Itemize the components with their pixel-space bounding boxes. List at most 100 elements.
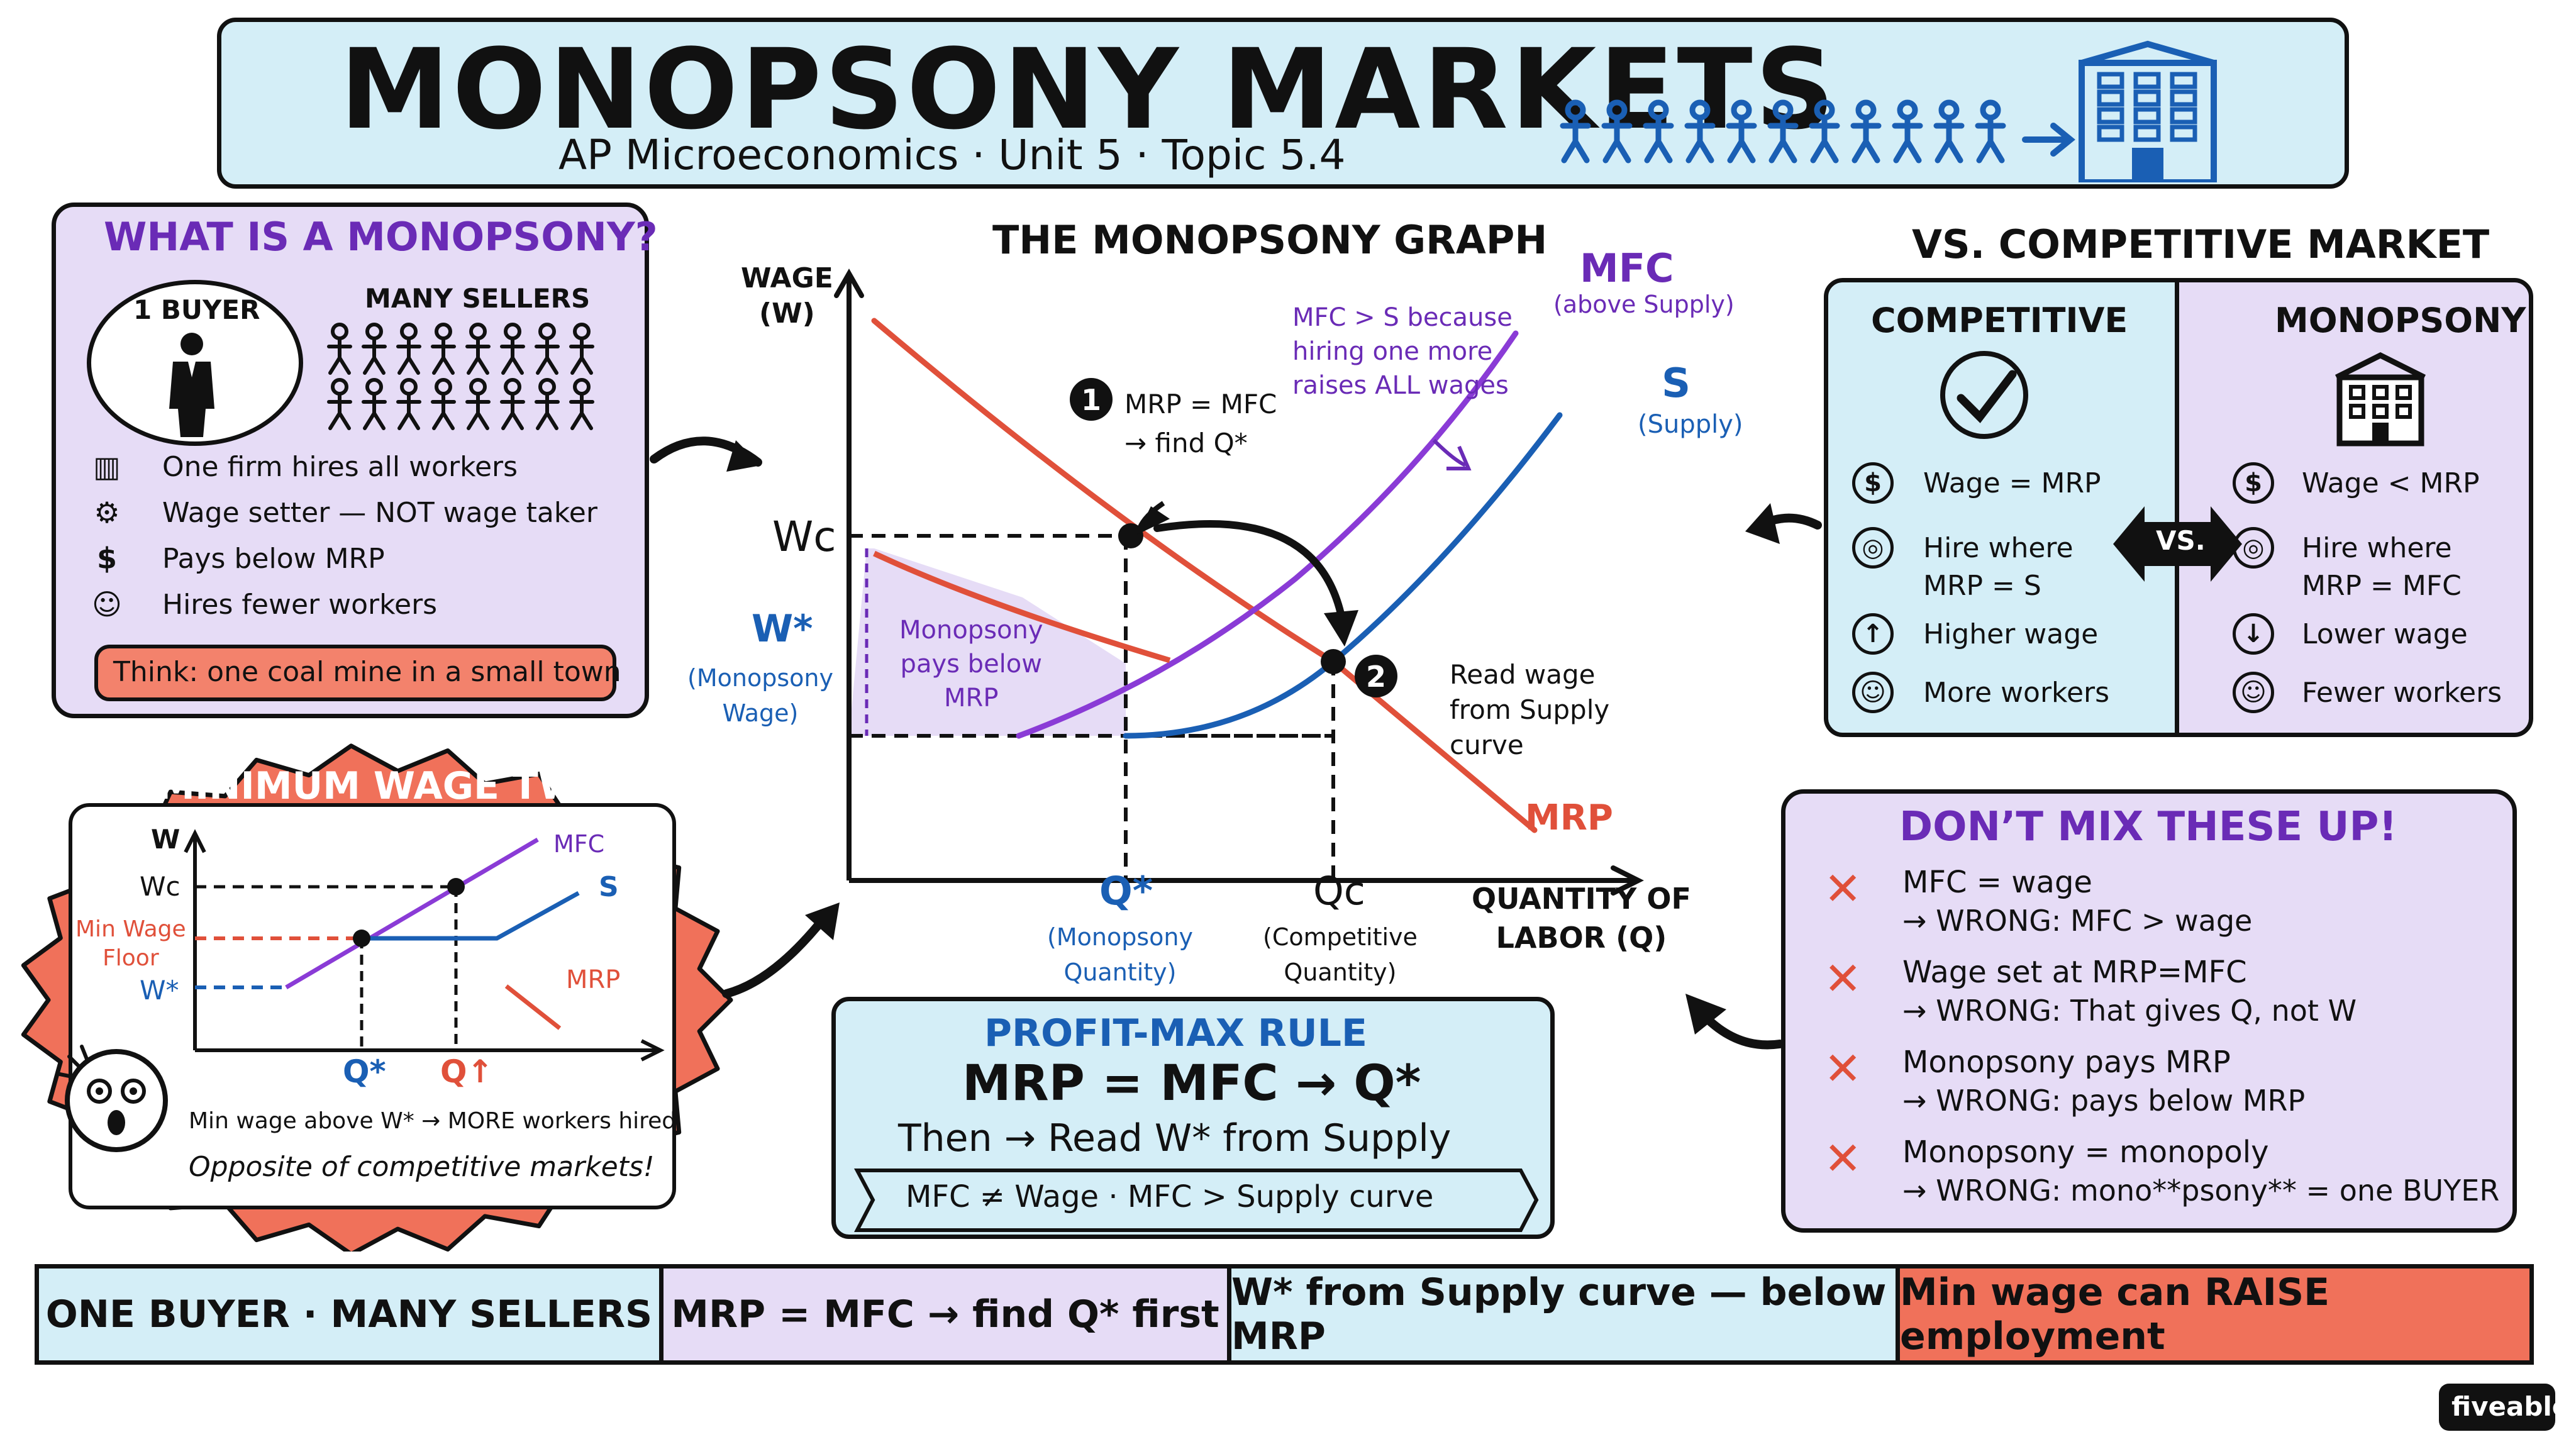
monopsony-factory-icon — [2334, 352, 2426, 447]
monopsony-row-icon: ☺ — [2233, 672, 2274, 713]
mfc-note: (above Supply) — [1553, 291, 1735, 318]
mfc-label: MFC — [1580, 245, 1674, 291]
buyer-person-icon — [169, 333, 214, 437]
profit-max-then: Then → Read W* from Supply — [898, 1116, 1452, 1160]
mixup-fix: → WRONG: pays below MRP — [1902, 1084, 2306, 1118]
arrow-to-graph — [650, 436, 762, 472]
mixup-claim: MFC = wage — [1902, 865, 2092, 900]
sellers-label: MANY SELLERS — [365, 283, 591, 314]
monopsony-title: MONOPSONY — [2275, 301, 2526, 340]
many-sellers-icon — [327, 323, 594, 430]
monopsony-gap-shade — [849, 548, 1126, 736]
graph-title: THE MONOPSONY GRAPH — [992, 217, 1548, 263]
mw-note2: Opposite of competitive markets! — [189, 1151, 655, 1183]
min-wage-graph — [184, 829, 665, 1062]
qc-label: Qc — [1313, 868, 1365, 914]
vs-label: VS. — [2156, 525, 2206, 556]
surprised-face-icon — [58, 1045, 168, 1152]
step2-text: Read wage from Supply curve — [1450, 659, 1610, 760]
monopsony-graph: 1 2 — [834, 268, 1644, 896]
mrp-curve — [871, 318, 1538, 833]
think-callout — [94, 645, 616, 701]
brand-label: fiveable — [2451, 1391, 2570, 1422]
page-subtitle: AP Microeconomics · Unit 5 · Topic 5.4 — [558, 131, 1346, 179]
mw-wc-label: Wc — [140, 871, 180, 902]
step-arrow — [1153, 520, 1346, 626]
buyer-label: 1 BUYER — [133, 294, 260, 325]
competitive-row: Wage = MRP — [1923, 467, 2101, 499]
mw-floor-label: Min Wage Floor — [75, 916, 186, 971]
profit-max-rule: MRP = MFC → Q* — [962, 1055, 1421, 1112]
step1-number: 1 — [1081, 383, 1101, 417]
supply-label: S — [1662, 360, 1691, 407]
monopsony-row-icon: ◎ — [2233, 527, 2274, 569]
qc-note: (Competitive Quantity) — [1263, 923, 1418, 986]
footer-item-3: W* from Supply curve — below MRP — [1227, 1264, 1900, 1365]
monopsony-row: Wage < MRP — [2302, 467, 2480, 499]
monopsony-row: Fewer workers — [2302, 677, 2502, 709]
shade-note: Monopsony pays below MRP — [899, 616, 1043, 713]
profit-max-ribbon — [854, 1169, 1539, 1232]
what-is-heading: WHAT IS A MONOPSONY? — [104, 214, 658, 260]
competitive-title: COMPETITIVE — [1871, 301, 2128, 340]
mrp-mfc-point — [1118, 523, 1143, 548]
checkmark-icon — [1940, 351, 2028, 439]
dollar-icon: $ — [96, 541, 117, 575]
competitive-row: More workers — [1923, 677, 2110, 709]
mixups-panel — [1781, 789, 2517, 1233]
step2-number: 2 — [1366, 660, 1386, 694]
mrp-label: MRP — [1525, 797, 1613, 838]
mw-s-label: S — [599, 871, 619, 903]
qstar-note: (Monopsony Quantity) — [1047, 923, 1193, 986]
what-is-item: One firm hires all workers — [162, 451, 518, 483]
think-text: Think: one coal mine in a small town — [113, 656, 621, 688]
arrow-mixups-to-graph — [1685, 994, 1784, 1050]
wrong-x-icon: ✕ — [1824, 1132, 1862, 1185]
mw-note1: Min wage above W* → MORE workers hired — [189, 1108, 677, 1134]
workers-to-factory-icon — [1560, 40, 2217, 182]
monopsony-row-icon: ↓ — [2233, 613, 2274, 655]
people-icon: ☺ — [92, 587, 122, 621]
mw-mrp-label: MRP — [566, 965, 621, 994]
graph-x-axis-label: QUANTITY OF LABOR (Q) — [1472, 882, 1691, 955]
mixups-heading: DON’T MIX THESE UP! — [1899, 804, 2397, 850]
mw-wstar-label: W* — [140, 975, 179, 1006]
mixup-claim: Monopsony = monopoly — [1902, 1135, 2269, 1170]
supply-point — [1321, 649, 1346, 674]
mixup-claim: Wage set at MRP=MFC — [1902, 955, 2247, 990]
monopsony-row: Hire where MRP = MFC — [2302, 532, 2462, 602]
competitive-row-icon: ◎ — [1852, 527, 1894, 569]
competitive-row-icon: ☺ — [1852, 672, 1894, 713]
mfc-curve — [1016, 330, 1519, 739]
wrong-x-icon: ✕ — [1824, 952, 1862, 1005]
mixup-fix: → WRONG: That gives Q, not W — [1902, 994, 2357, 1028]
mrp-lower-branch — [873, 550, 1171, 663]
competitive-row-icon: $ — [1852, 462, 1894, 504]
mw-w-label: W — [151, 824, 180, 855]
what-is-item: Hires fewer workers — [162, 589, 438, 621]
mixup-fix: → WRONG: mono**psony** = one BUYER — [1902, 1174, 2500, 1208]
what-is-item: Wage setter — NOT wage taker — [162, 497, 597, 529]
qstar-label: Q* — [1099, 868, 1153, 914]
mw-qstar-label: Q* — [343, 1053, 386, 1090]
wstar-note: (Monopsony Wage) — [687, 664, 833, 727]
monopsony-row: Lower wage — [2302, 618, 2468, 650]
min-wage-burst — [21, 743, 733, 1252]
supply-note: (Supply) — [1638, 410, 1743, 439]
factory-icon: ▥ — [93, 450, 121, 484]
checkmark-glyph — [1957, 370, 2017, 423]
competitive-row: Hire where MRP = S — [1923, 532, 2074, 602]
footer-item-4: Min wage can RAISE employment — [1896, 1264, 2534, 1365]
arrow-mw-to-graph — [722, 902, 840, 998]
arrow-from-compare — [1745, 503, 1822, 544]
mw-mfc-label: MFC — [553, 830, 605, 858]
competitive-row-icon: ↑ — [1852, 613, 1894, 655]
mixup-claim: Monopsony pays MRP — [1902, 1045, 2231, 1080]
footer-item-2: MRP = MFC → find Q* first — [659, 1264, 1231, 1365]
compare-heading: VS. COMPETITIVE MARKET — [1912, 221, 2490, 267]
mfc-reason: MFC > S because hiring one more raises A… — [1292, 303, 1513, 400]
mixup-fix: → WRONG: MFC > wage — [1902, 904, 2253, 938]
wc-label: Wc — [772, 513, 836, 561]
vs-badge — [2113, 506, 2242, 582]
wstar-label: W* — [752, 607, 813, 651]
